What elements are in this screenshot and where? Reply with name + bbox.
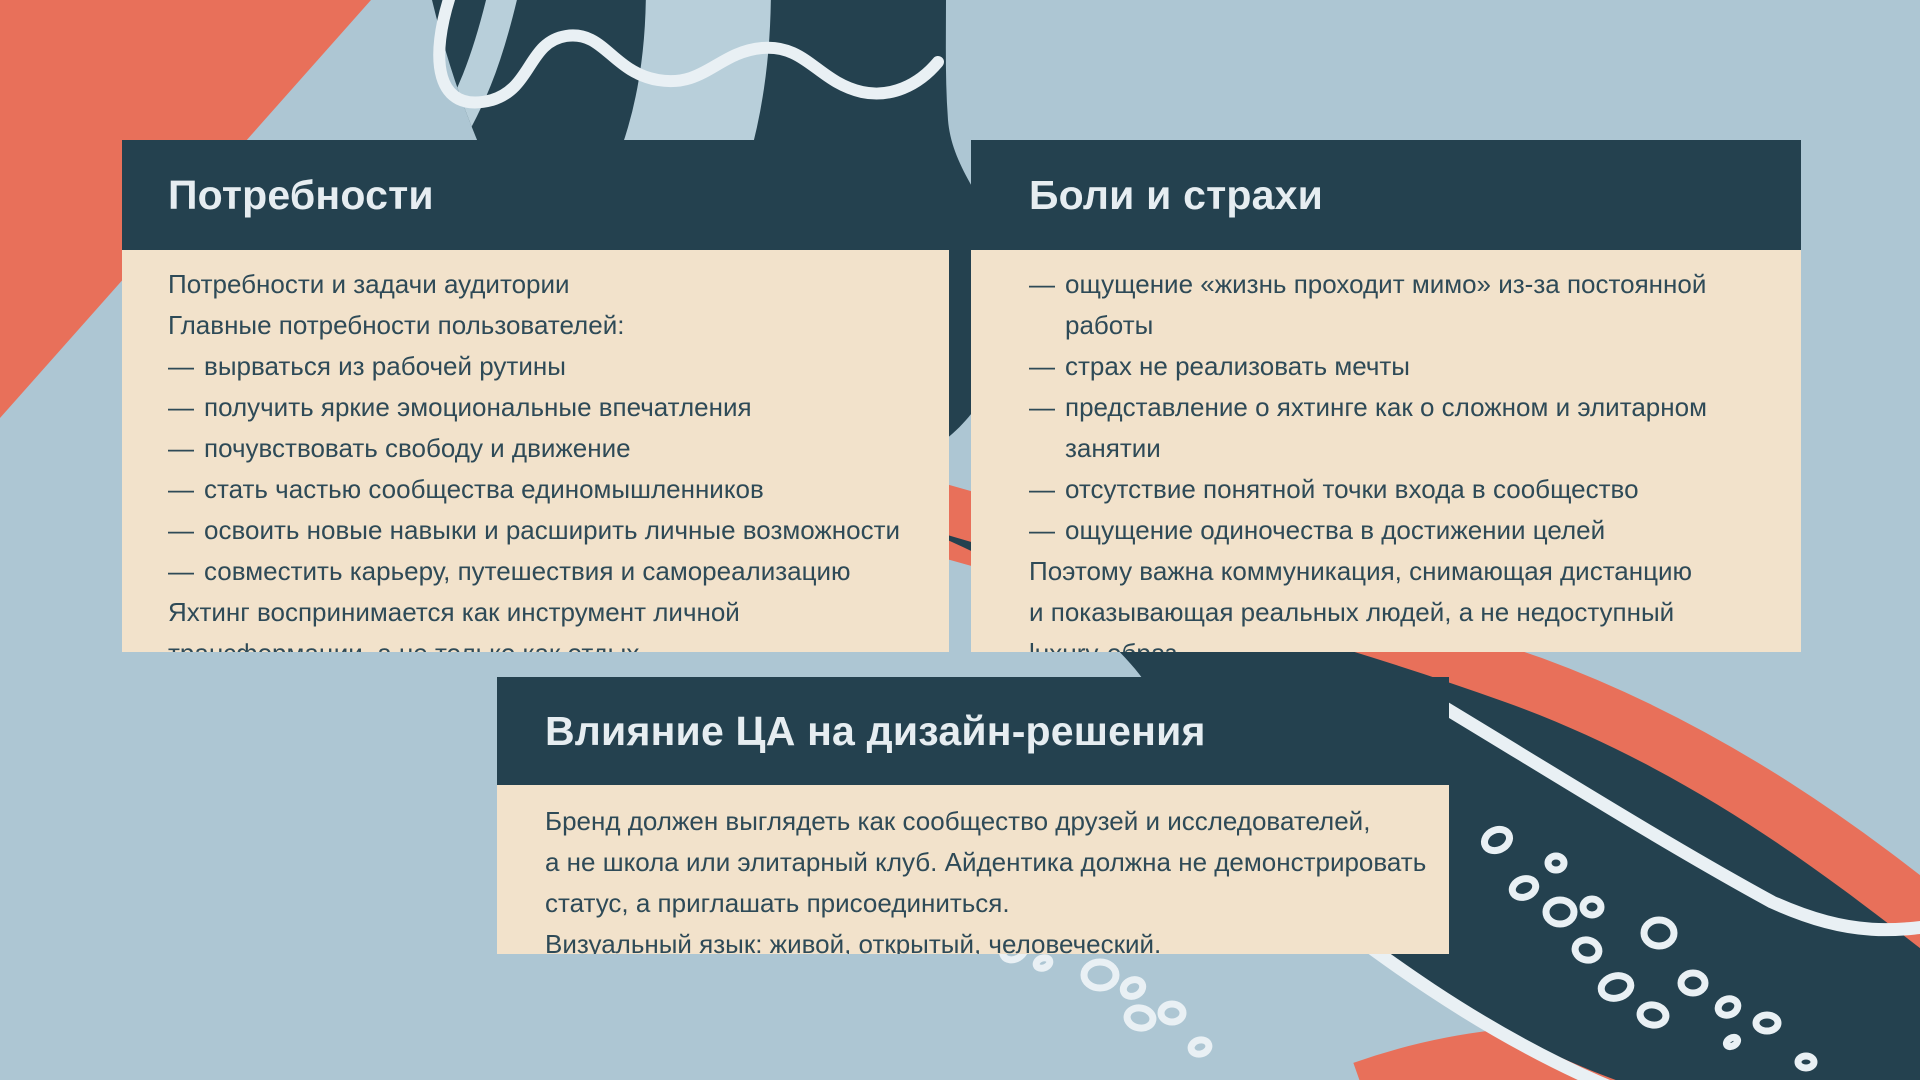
bullet-line: — совместить карьеру, путешествия и самор… bbox=[168, 551, 929, 592]
text-line: статус, а приглашать присоединиться. bbox=[545, 888, 1010, 918]
bullet-line: — почувствовать свободу и движение bbox=[168, 428, 929, 469]
bullet-text: страх не реализовать мечты bbox=[1065, 351, 1410, 381]
bullet-text: ощущение одиночества в достижении целей bbox=[1065, 515, 1606, 545]
text-line: Яхтинг воспринимается как инструмент лич… bbox=[168, 597, 740, 627]
dash-marker: — bbox=[1029, 474, 1055, 504]
bullet-line: — отсутствие понятной точки входа в сообщ… bbox=[1029, 469, 1781, 510]
bullet-line: работы bbox=[1029, 305, 1781, 346]
bullet-text: представление о яхтинге как о сложном и … bbox=[1065, 392, 1707, 422]
card-influence-header: Влияние ЦА на дизайн-решения bbox=[497, 677, 1449, 785]
text-line: Бренд должен выглядеть как сообщество др… bbox=[545, 806, 1371, 836]
card-needs-title: Потребности bbox=[168, 171, 434, 218]
bullet-text: получить яркие эмоциональные впечатления bbox=[204, 392, 752, 422]
bullet-text: стать частью сообщества единомышленников bbox=[204, 474, 764, 504]
card-pains-title: Боли и страхи bbox=[1029, 171, 1324, 218]
bullet-text: освоить новые навыки и расширить личные … bbox=[204, 515, 901, 545]
dash-marker: — bbox=[168, 515, 194, 545]
text-line: Потребности и задачи аудитории bbox=[168, 269, 570, 299]
dash-marker: — bbox=[1029, 515, 1055, 545]
bullet-line: — освоить новые навыки и расширить личные… bbox=[168, 510, 929, 551]
text-line: luxury-образ. bbox=[1029, 633, 1781, 652]
dash-marker bbox=[1029, 305, 1065, 346]
card-influence-body: Бренд должен выглядеть как сообщество др… bbox=[497, 785, 1449, 954]
card-pains: Боли и страхи — ощущение «жизнь проходит … bbox=[971, 140, 1801, 652]
bullet-text: работы bbox=[1065, 310, 1154, 340]
card-needs: Потребности Потребности и задачи аудитор… bbox=[122, 140, 949, 652]
text-line: а не школа или элитарный клуб. Айдентика… bbox=[545, 847, 1427, 877]
bullet-line: — вырваться из рабочей рутины bbox=[168, 346, 929, 387]
dash-marker: — bbox=[168, 474, 194, 504]
bullet-line: — представление о яхтинге как о сложном и… bbox=[1029, 387, 1781, 428]
text-line: трансформации, а не только как отдых. bbox=[168, 633, 929, 652]
card-influence: Влияние ЦА на дизайн-решения Бренд долже… bbox=[497, 677, 1449, 954]
dash-marker: — bbox=[1029, 351, 1055, 381]
bullet-text: совместить карьеру, путешествия и саморе… bbox=[204, 556, 851, 586]
text-line: Визуальный язык: живой, открытый, челове… bbox=[545, 929, 1162, 954]
dash-marker: — bbox=[1029, 392, 1055, 422]
bullet-line: — получить яркие эмоциональные впечатлени… bbox=[168, 387, 929, 428]
card-pains-body: — ощущение «жизнь проходит мимо» из-за по… bbox=[971, 250, 1801, 652]
bubbles-on-band bbox=[1480, 825, 1818, 1072]
bullet-text: отсутствие понятной точки входа в сообще… bbox=[1065, 474, 1639, 504]
text-line: Поэтому важна коммуникация, снимающая ди… bbox=[1029, 556, 1693, 586]
text-line: Главные потребности пользователей: bbox=[168, 310, 625, 340]
dash-marker: — bbox=[168, 556, 194, 586]
dash-marker: — bbox=[1029, 269, 1055, 299]
card-influence-title: Влияние ЦА на дизайн-решения bbox=[545, 707, 1206, 754]
bullet-line: — ощущение «жизнь проходит мимо» из-за по… bbox=[1029, 264, 1781, 305]
bullet-text: почувствовать свободу и движение bbox=[204, 433, 631, 463]
card-needs-header: Потребности bbox=[122, 140, 949, 250]
bullet-line: — стать частью сообщества единомышленнико… bbox=[168, 469, 929, 510]
dash-marker: — bbox=[168, 433, 194, 463]
bubble-chain bbox=[999, 936, 1213, 1058]
bullet-text: ощущение «жизнь проходит мимо» из-за пос… bbox=[1065, 269, 1707, 299]
bullet-line: занятии bbox=[1029, 428, 1781, 469]
bullet-text: вырваться из рабочей рутины bbox=[204, 351, 566, 381]
bullet-text: занятии bbox=[1065, 433, 1161, 463]
dash-marker bbox=[1029, 428, 1065, 469]
dash-marker: — bbox=[168, 392, 194, 422]
white-meander-line bbox=[433, 0, 944, 109]
bullet-line: — ощущение одиночества в достижении целей bbox=[1029, 510, 1781, 551]
text-line: и показывающая реальных людей, а не недо… bbox=[1029, 597, 1675, 627]
dash-marker: — bbox=[168, 351, 194, 381]
card-pains-header: Боли и страхи bbox=[971, 140, 1801, 250]
bullet-line: — страх не реализовать мечты bbox=[1029, 346, 1781, 387]
